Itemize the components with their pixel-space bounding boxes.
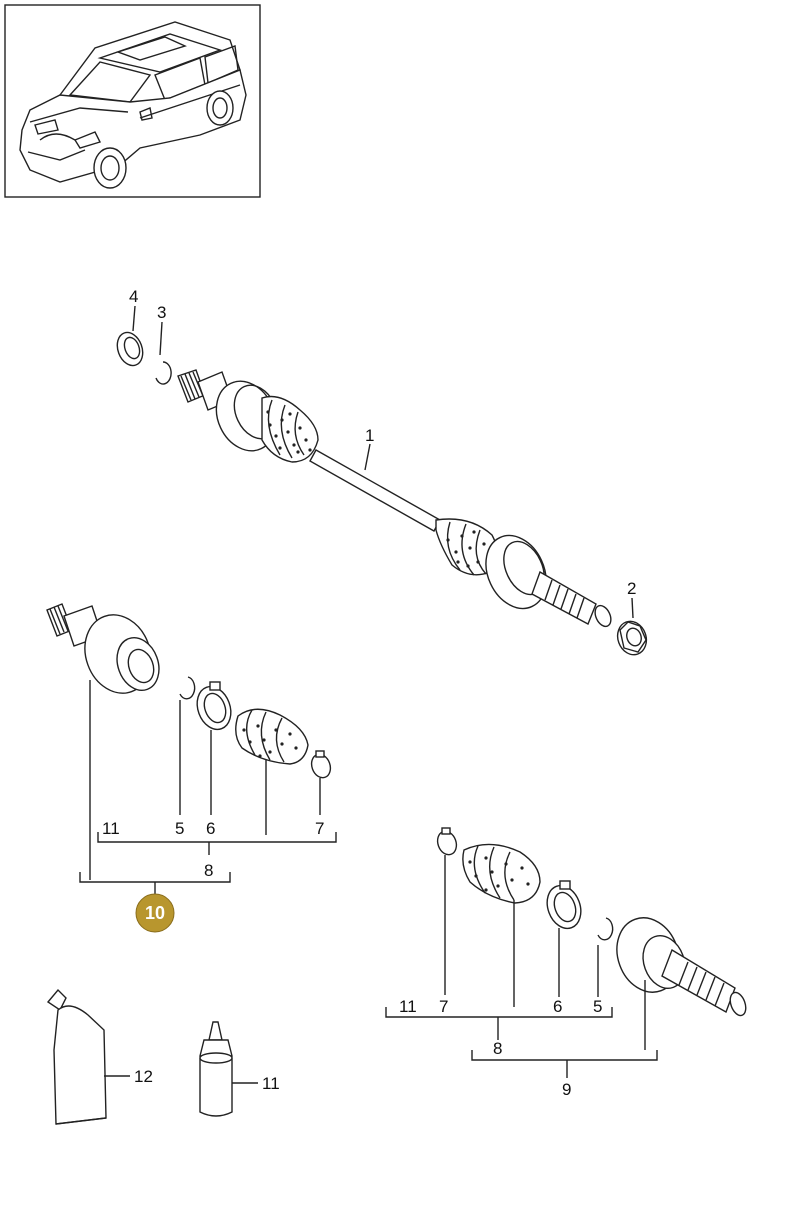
grease-tube-icon [46,988,107,1125]
callout-8: 8 [493,1039,502,1058]
callout-10-highlight[interactable]: 10 [135,893,175,933]
circlip-part [179,676,196,700]
circlip-part [155,361,172,385]
boot-part [462,843,541,904]
circlip-part [597,917,614,941]
callout-10: 10 [145,903,165,923]
seal-ring-part [116,331,144,367]
inner-joint-set [46,603,332,779]
callout-11: 11 [262,1074,280,1093]
callout-5: 5 [175,819,184,838]
callout-7: 7 [315,819,324,838]
boot-part [235,708,309,765]
callout-12: 12 [134,1067,153,1086]
callout-11: 11 [102,819,120,838]
vehicle-thumbnail [4,4,261,198]
callout-9: 9 [562,1080,571,1099]
callout-8: 8 [204,861,213,880]
callout-5: 5 [593,997,602,1016]
drive-shaft-assembly [177,369,612,628]
nut-part [616,620,648,656]
callout-7: 7 [439,997,448,1016]
leader-lines [79,305,658,1084]
suv-thumbnail-icon [19,21,247,189]
callouts: 4 3 1 2 11 5 6 7 8 10 11 7 6 5 8 9 12 11 [102,287,636,1099]
callout-6: 6 [553,997,562,1016]
callout-1: 1 [365,426,374,445]
callout-4: 4 [129,287,138,306]
outer-joint-set [436,827,747,1017]
callout-3: 3 [157,303,166,322]
thumbnail-frame [4,4,261,198]
lubricant-bottle-icon [199,1021,233,1117]
callout-6: 6 [206,819,215,838]
callout-2: 2 [627,579,636,598]
callout-11: 11 [399,997,417,1016]
